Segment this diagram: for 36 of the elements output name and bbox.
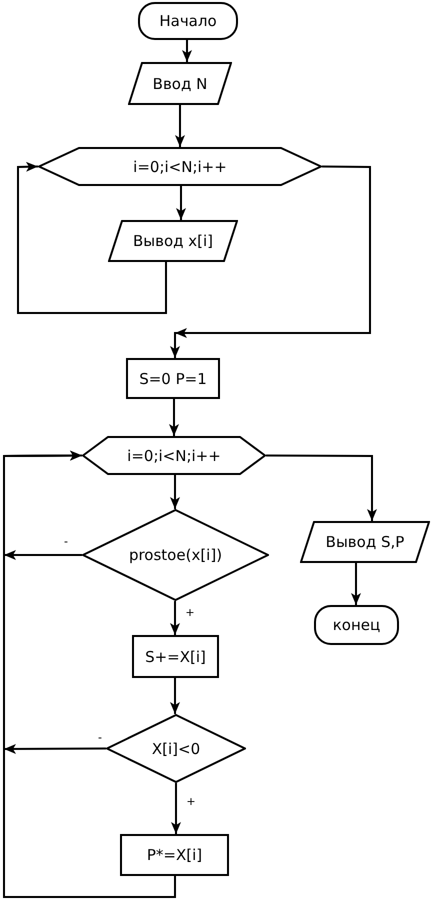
- step-text: i=0;i<N;i++: [133, 158, 227, 176]
- arrow: [171, 783, 181, 834]
- arrow: [175, 105, 185, 147]
- step-text: X[i]<0: [152, 740, 200, 758]
- step-text: конец: [332, 616, 380, 634]
- decision-diamond: [106, 714, 246, 783]
- io-parallelogram: [108, 220, 238, 262]
- step-text: Ввод N: [152, 74, 208, 92]
- step-text: S+=X[i]: [145, 648, 206, 666]
- step-text: Вывод x[i]: [132, 232, 214, 250]
- step-text: Вывод S,P: [326, 533, 404, 551]
- arrow: [351, 563, 361, 605]
- step-text: P*=X[i]: [146, 846, 202, 864]
- step-text: i=0;i<N;i++: [127, 446, 221, 464]
- decision-diamond: [82, 509, 269, 601]
- arrow: [17, 162, 167, 314]
- io-parallelogram: [128, 62, 232, 105]
- arrow: [3, 450, 176, 898]
- arrow: [182, 40, 192, 62]
- io-parallelogram: [300, 521, 430, 563]
- process-box: [126, 358, 220, 399]
- arrow: [169, 399, 179, 436]
- loop-hexagon: [38, 147, 322, 186]
- arrow: [170, 678, 180, 714]
- step-text: prostoe(x[i]): [128, 546, 222, 564]
- arrow: [170, 475, 180, 509]
- arrow: [170, 601, 180, 635]
- terminator-shape: [314, 605, 399, 645]
- arrow: [176, 186, 186, 220]
- process-box: [120, 834, 229, 876]
- step-text: Начало: [159, 12, 217, 30]
- arrow: [266, 454, 377, 521]
- terminator-shape: [138, 2, 238, 40]
- step-text: S=0 P=1: [139, 370, 207, 388]
- loop-hexagon: [82, 436, 266, 475]
- process-box: [132, 635, 219, 678]
